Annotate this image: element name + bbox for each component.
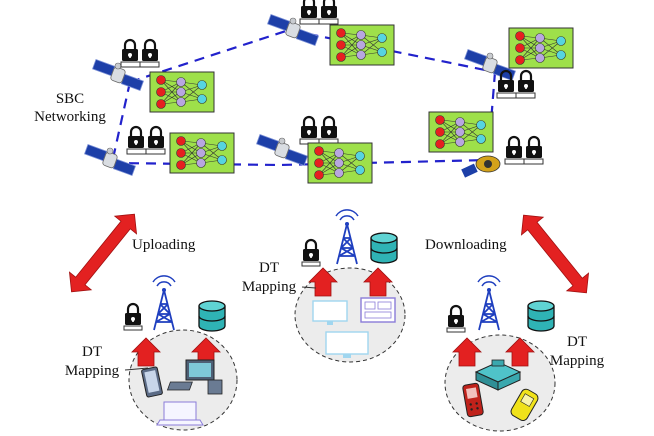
database-icon [370, 232, 398, 264]
neural-network-icon [329, 24, 395, 66]
server-lock-icon [298, 0, 340, 26]
server-lock-icon [298, 115, 340, 146]
label-leader-line [124, 367, 149, 371]
neural-network-icon [508, 27, 574, 69]
desktop-computer-icon [166, 359, 223, 395]
database-icon [527, 300, 555, 332]
satellite-icon [461, 155, 501, 178]
mobile-phone-icon [462, 382, 484, 418]
link-top-left [129, 28, 496, 84]
mapping-label-left: Mapping [65, 363, 120, 379]
neural-network-icon [307, 142, 373, 184]
mapping-label-middle: Mapping [242, 279, 297, 295]
mapping-label-right: Mapping [550, 353, 605, 369]
lock-icon [445, 304, 467, 334]
lock-icon [300, 238, 322, 268]
database-icon [198, 300, 226, 332]
server-lock-icon [119, 38, 161, 69]
dashboard-icon [360, 297, 396, 323]
cluster-left [122, 275, 238, 431]
link-left [110, 81, 132, 164]
dt-label-left: DT [82, 344, 102, 360]
cell-tower-icon [152, 275, 176, 331]
downloading-double-arrow [520, 214, 590, 294]
flip-phone-icon [510, 388, 539, 422]
cell-tower-icon [335, 209, 359, 265]
router-icon [474, 359, 522, 391]
server-lock-icon [125, 125, 167, 156]
cell-tower-icon [477, 275, 501, 331]
network-label-line2: Networking [34, 109, 106, 125]
uploading-double-arrow [68, 213, 138, 293]
satellite-icon [464, 49, 516, 81]
downloading-label: Downloading [425, 237, 507, 253]
cluster-right [444, 275, 556, 432]
uploading-label: Uploading [132, 237, 196, 253]
neural-network-icon [149, 71, 215, 113]
label-leader-line [301, 286, 317, 289]
neural-network-icon [428, 111, 494, 153]
neural-network-icon [169, 132, 235, 174]
laptop-icon [156, 401, 204, 426]
lock-icon [122, 302, 144, 332]
cluster-middle [294, 209, 406, 363]
link-bottom [111, 158, 489, 167]
dt-label-middle: DT [259, 260, 279, 276]
server-lock-icon [503, 135, 545, 166]
network-label-line1: SBC [56, 91, 84, 107]
monitor-icon [312, 300, 348, 325]
tablet-icon [141, 366, 163, 398]
dt-label-right: DT [567, 334, 587, 350]
monitor-icon [325, 331, 369, 358]
